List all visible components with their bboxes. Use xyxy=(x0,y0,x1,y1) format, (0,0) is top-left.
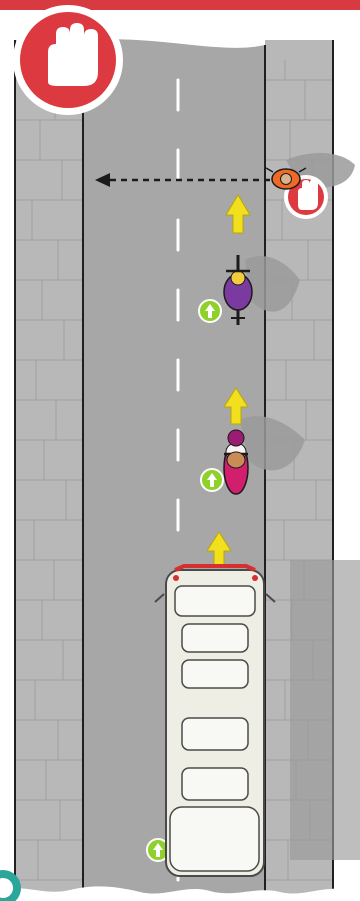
green-go-badge-1 xyxy=(199,300,221,322)
big-stop-badge xyxy=(13,5,123,115)
bus-cream xyxy=(155,566,275,876)
left-sidewalk xyxy=(15,40,83,901)
green-go-badge-2 xyxy=(201,469,223,491)
